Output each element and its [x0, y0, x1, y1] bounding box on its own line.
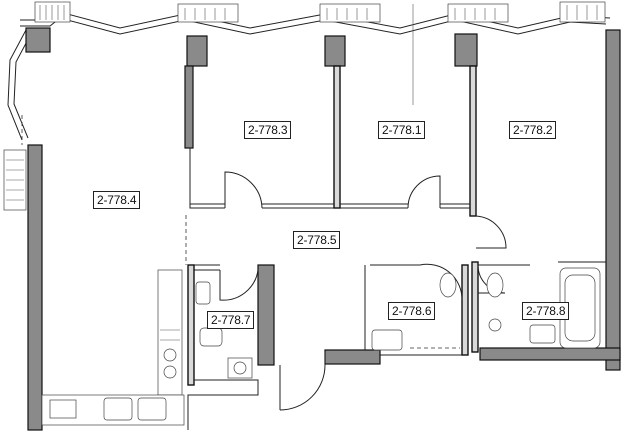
room-label-2-778-1: 2-778.1: [378, 121, 426, 139]
exterior-wall: [7, 11, 621, 431]
room-label-2-778-7: 2-778.7: [207, 311, 255, 329]
bathroom-fixtures: [195, 267, 601, 379]
window-sills: [3, 1, 606, 211]
room-label-2-778-5: 2-778.5: [293, 231, 341, 249]
interior-walls: [21, 65, 606, 430]
room-label-2-778-3: 2-778.3: [244, 121, 292, 139]
room-label-2-778-8: 2-778.8: [522, 302, 570, 320]
room-label-2-778-2: 2-778.2: [509, 121, 557, 139]
room-label-2-778-6: 2-778.6: [388, 302, 436, 320]
kitchen-fixtures: [41, 269, 185, 426]
room-label-2-778-4: 2-778.4: [93, 191, 141, 209]
